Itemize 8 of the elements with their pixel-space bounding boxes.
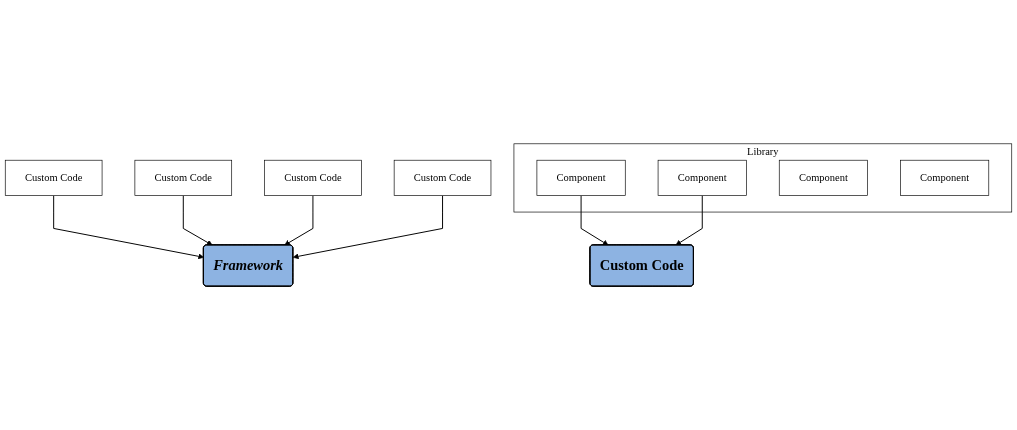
node-box: Custom Code <box>4 159 103 196</box>
node-box: Component <box>778 159 868 196</box>
node-box: Custom Code <box>264 159 362 196</box>
node-box: Custom Code <box>134 159 233 196</box>
node-box: Component <box>536 159 626 196</box>
node-box: Component <box>657 159 747 196</box>
node-box: Component <box>900 159 990 196</box>
node-box: Custom Code <box>393 159 492 196</box>
